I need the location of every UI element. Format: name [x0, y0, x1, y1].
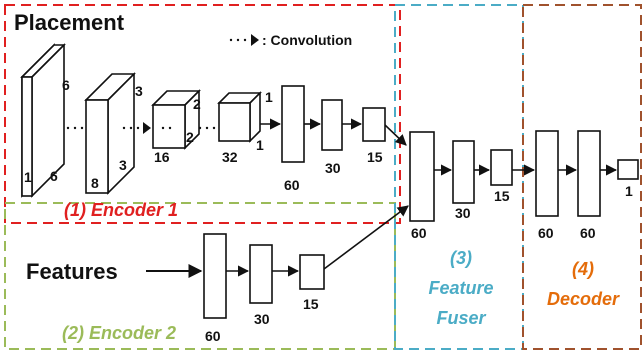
fuser-block-3 [490, 149, 513, 186]
cube-4-depth: 32 [222, 149, 238, 165]
cube-3-width: 2 [186, 129, 194, 145]
fuser-block-1 [409, 131, 435, 222]
encoder1-label: (1) Encoder 1 [64, 200, 178, 220]
cube-1-depth: 1 [24, 169, 32, 185]
decoder-label-3: 1 [625, 183, 633, 199]
decoder-label-line-2: Decoder [547, 289, 620, 309]
enc2-label-1: 60 [205, 328, 221, 344]
enc1-block-3 [362, 107, 386, 142]
enc1-block-1 [281, 85, 305, 163]
decoder-region [522, 4, 642, 350]
cube-4: 32 1 1 [217, 89, 273, 165]
conv-arrow-2 [122, 122, 151, 134]
fuser-label-2: 30 [455, 205, 471, 221]
fuser-label-1: 60 [411, 225, 427, 241]
fuser-block-2 [452, 140, 475, 204]
enc2-block-2 [249, 244, 273, 304]
enc2-block-3 [299, 254, 325, 290]
decoder-block-2 [577, 130, 601, 217]
fuser-label-3: 15 [494, 188, 510, 204]
cube-2-width: 3 [119, 157, 127, 173]
enc2-label-2: 30 [254, 311, 270, 327]
cube-2-height: 3 [135, 83, 143, 99]
enc1-label-1: 60 [284, 177, 300, 193]
fuser-label-line-3: Fuser [436, 308, 486, 328]
fuser-region [394, 4, 524, 350]
encoder1-region [4, 4, 401, 224]
cube-1: 1 6 6 [20, 43, 70, 198]
decoder-block-3 [617, 159, 639, 180]
cube-2: 8 3 3 [84, 72, 143, 195]
cube-3-depth: 16 [154, 149, 170, 165]
decoder-block-1 [535, 130, 559, 217]
enc1-block-2 [321, 99, 343, 151]
enc1-label-3: 15 [367, 149, 383, 165]
encoder2-label: (2) Encoder 2 [62, 323, 176, 343]
decoder-label-1: 60 [538, 225, 554, 241]
arrow-e2-fuser [323, 205, 409, 270]
encoder2-region [4, 202, 396, 350]
cube-1-height: 6 [62, 77, 70, 93]
fuser-label-line-1: (3) [450, 248, 472, 268]
cube-1-width: 6 [50, 168, 58, 184]
cube-4-height: 1 [265, 89, 273, 105]
enc1-label-2: 30 [325, 160, 341, 176]
legend-text: : Convolution [262, 32, 352, 48]
arrow-e1-fuser [384, 124, 407, 146]
cube-2-depth: 8 [91, 175, 99, 191]
cube-3-height: 2 [193, 96, 201, 112]
enc2-block-1 [203, 233, 227, 319]
cube-3: 16 2 2 [151, 89, 201, 165]
cube-4-width: 1 [256, 137, 264, 153]
features-label: Features [26, 259, 118, 284]
fuser-label-line-2: Feature [428, 278, 493, 298]
decoder-label-2: 60 [580, 225, 596, 241]
legend: : Convolution [229, 32, 352, 48]
diagram-title: Placement [14, 10, 125, 35]
decoder-label-line-1: (4) [572, 259, 594, 279]
enc2-label-3: 15 [303, 296, 319, 312]
